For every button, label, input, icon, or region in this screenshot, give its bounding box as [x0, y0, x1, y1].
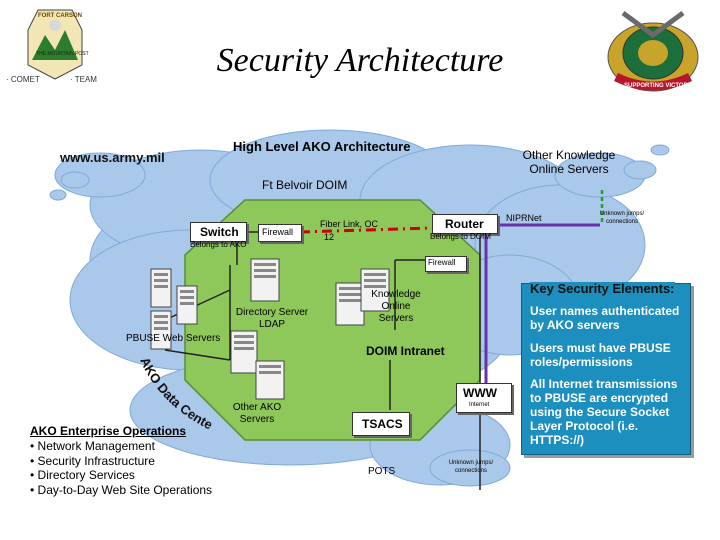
fiber-link-label: Fiber Link, OC [320, 219, 379, 229]
list-item: • Security Infrastructure [30, 453, 155, 468]
niprnet-label: NIPRNet [506, 213, 542, 223]
other-ako-servers-label: Other AKO Servers [232, 402, 282, 425]
logo-fort-carson-text: FORT CARSON [38, 13, 82, 19]
www-label: WWW [463, 386, 497, 400]
logo-comet-text: · COMET [6, 75, 40, 84]
directory-server-label: Directory Server LDAP [235, 307, 309, 330]
switch-box: Switch [190, 222, 247, 242]
key-security-elements-box: Key Security Elements: User names authen… [521, 281, 691, 455]
list-item: • Directory Services [30, 468, 135, 482]
pbuse-web-servers-label: PBUSE Web Servers [126, 333, 221, 344]
other-knowledge-servers-label: Other Knowledge Online Servers [522, 148, 616, 176]
slide-title: Security Architecture [216, 42, 504, 79]
internet-label: Internet [469, 402, 490, 408]
ft-belvoir-label: Ft Belvoir DOIM [262, 178, 348, 192]
firewall-1-box: Firewall [258, 224, 302, 242]
key-item: All Internet transmissions to PBUSE are … [530, 377, 678, 447]
logo-team-text: · TEAM [70, 75, 97, 84]
key-item: Users must have PBUSE roles/permissions [530, 341, 671, 369]
tsacs-box: TSACS [352, 412, 410, 436]
router-belongs-label: Belongs to DOIM [430, 232, 491, 241]
server-icon [150, 268, 172, 308]
server-icon [250, 258, 280, 302]
logo-mountain-post-text: THE MOUNTAIN POST [36, 51, 89, 57]
router-box: Router [432, 214, 498, 234]
enterprise-operations-list: AKO Enterprise Operations • Network Mana… [30, 424, 240, 497]
router-label: Router [445, 217, 484, 231]
unknown-jumps-1-label: Unknown jumps/ connections [599, 211, 645, 225]
list-item: • Day-to-Day Web Site Operations [30, 482, 213, 497]
diagram-heading: High Level AKO Architecture [233, 139, 411, 154]
key-heading: Key Security Elements: [530, 281, 675, 296]
list-item: • Network Management [30, 439, 155, 453]
doim-intranet-label: DOIM Intranet [366, 344, 445, 358]
firewall-2-label: Firewall [428, 258, 456, 267]
server-icon [150, 310, 172, 350]
server-icon [230, 330, 258, 374]
enterprise-heading: AKO Enterprise Operations [30, 424, 187, 438]
switch-label: Switch [200, 225, 239, 239]
server-icon [176, 285, 198, 325]
firewall-2-box: Firewall [425, 256, 467, 272]
fiber-12-label: 12 [324, 232, 335, 242]
www-box: WWW Internet [456, 383, 512, 413]
url-label: www.us.army.mil [60, 150, 165, 165]
tsacs-label: TSACS [362, 417, 403, 431]
unknown-jumps-2-label: Unknown jumps/ connections [448, 460, 494, 474]
fort-carson-logo: FORT CARSON THE MOUNTAIN POST · COMET · … [6, 5, 100, 84]
server-icon [255, 360, 285, 400]
key-item: User names authenticated by AKO servers [530, 304, 680, 332]
firewall-1-label: Firewall [262, 227, 294, 237]
knowledge-online-servers-label: Knowledge Online Servers [371, 289, 421, 324]
switch-belongs-label: Belongs to AKO [190, 240, 247, 249]
pots-label: POTS [368, 466, 396, 477]
quartermaster-insignia: SUPPORTING VICTORY [598, 5, 708, 95]
insignia-motto-text: SUPPORTING VICTORY [624, 83, 692, 89]
server-icon [360, 268, 390, 312]
